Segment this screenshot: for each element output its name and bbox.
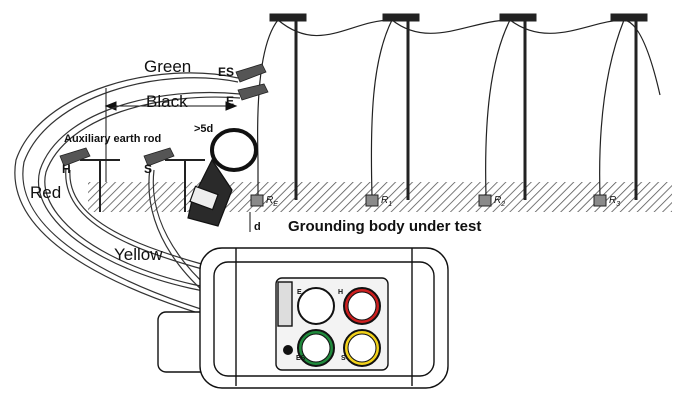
terminal-es-inner (301, 333, 331, 363)
terminal-label-e: E (297, 289, 302, 296)
terminal-label-h: H (338, 289, 344, 296)
terminal-s-inner (347, 333, 377, 363)
resistor-boxes (250, 194, 607, 207)
label-e: E (226, 94, 235, 108)
label-yellow: Yellow (114, 245, 163, 264)
resistor-label-r2: R2 (494, 195, 506, 209)
label-distance: >5d (194, 123, 214, 135)
terminal-e (297, 287, 335, 325)
ground-hatch (88, 182, 672, 212)
label-aux-rod: Auxiliary earth rod (64, 133, 162, 145)
terminals (283, 287, 381, 367)
label-black: Black (146, 92, 188, 111)
indicator-dot (283, 345, 293, 355)
grounding-rods (257, 13, 661, 200)
label-h: H (62, 162, 71, 176)
label-d: d (254, 221, 261, 233)
auxiliary-rods (80, 159, 205, 212)
resistor-label-r1: R1 (381, 195, 393, 209)
label-es: ES (218, 65, 235, 79)
label-s: S (144, 162, 153, 176)
label-green: Green (144, 57, 192, 76)
resistor-label-r3: R3 (609, 195, 621, 209)
terminal-label-es: ES (296, 355, 306, 362)
label-grounding-body: Grounding body under test (288, 218, 482, 235)
terminal-h-inner (347, 291, 377, 321)
clamp-meter (187, 128, 258, 227)
wire-clips (59, 63, 269, 167)
label-red: Red (30, 183, 62, 202)
distance-marker (104, 88, 251, 232)
resistor-label-re: RE (266, 195, 278, 209)
terminal-label-s: S (341, 355, 346, 362)
